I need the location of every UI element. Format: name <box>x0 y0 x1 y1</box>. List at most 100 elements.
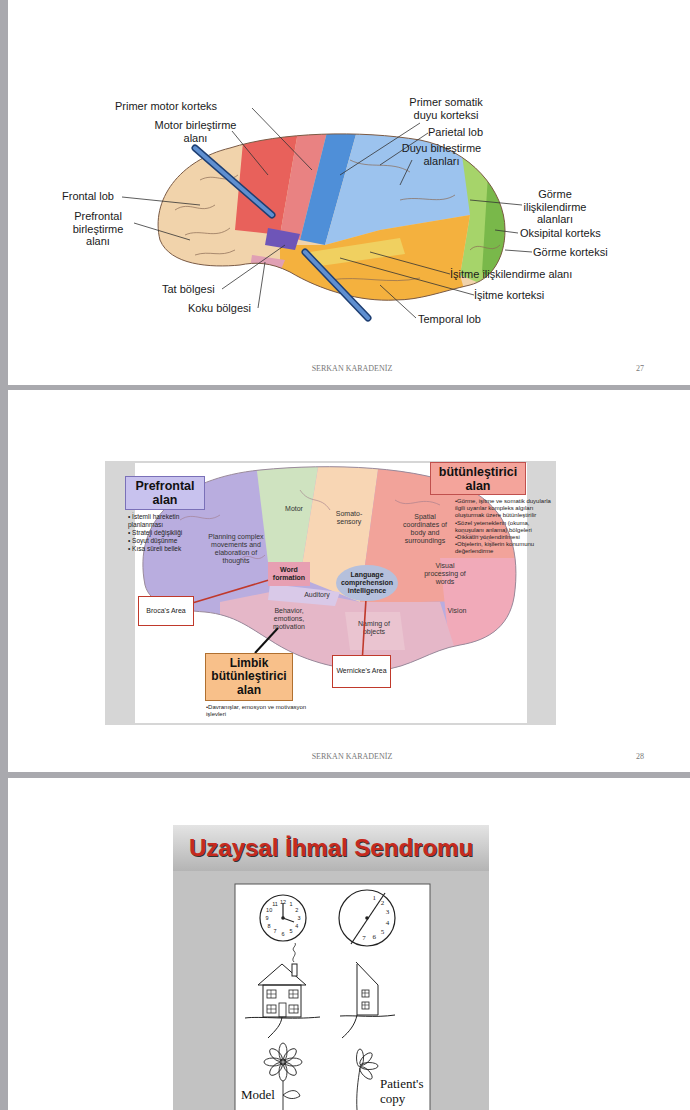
text-label: 2 <box>291 907 303 913</box>
neglect-figure <box>340 1015 395 1038</box>
leader-line <box>122 197 200 205</box>
neglect-figure <box>173 825 489 1110</box>
title-band: Uzaysal İhmal Sendromu <box>173 825 489 871</box>
neglect-figure <box>260 895 306 941</box>
brain-illustration <box>175 160 500 281</box>
text-label: Frontal lob <box>62 190 114 203</box>
neglect-figure <box>360 1063 378 1070</box>
brain-illustration <box>140 120 520 320</box>
text-label: 8 <box>263 923 275 929</box>
brain-illustration <box>195 148 272 215</box>
bullet-text: •Objelerin, kişilerin konumunu değerlend… <box>455 541 555 555</box>
brain-map <box>345 612 405 650</box>
text-label: Behavior, emotions, motivation <box>262 607 316 631</box>
bullet-text: •Dikkatin yönlendirilmesi <box>455 534 555 541</box>
neglect-figure <box>339 890 395 946</box>
text-label: Oksipital korteks <box>520 227 601 240</box>
text-label: Duyu birleştirme alanları <box>393 142 490 167</box>
neglect-figure <box>357 1068 360 1110</box>
node-heading: Word formation <box>268 566 310 582</box>
text-label: 12 <box>277 899 289 905</box>
text-label: Tat bölgesi <box>162 283 215 296</box>
neglect-figure <box>282 1047 299 1064</box>
neglect-figure <box>264 1043 378 1110</box>
leader-line <box>380 285 416 318</box>
heading-box: bütünleştirici alan•Görme, işitme ve som… <box>430 462 526 495</box>
text-label: 11 <box>269 901 281 907</box>
leader-line <box>122 108 532 318</box>
bullet-text: • Soyut düşünme <box>128 537 216 545</box>
text-label: 27 <box>636 364 644 373</box>
brain-illustration <box>305 252 368 318</box>
neglect-figure <box>358 1065 374 1081</box>
leader-line <box>222 245 285 289</box>
area-box: Word formation <box>268 562 310 586</box>
node-body: • İstemli hareketin planlanması• Stratej… <box>128 513 216 553</box>
text-label: Prefrontal birleştirme alanı <box>62 210 134 248</box>
text-label: 4 <box>382 919 392 927</box>
neglect-figure <box>351 893 385 944</box>
text-label: Somato-sensory <box>328 510 370 526</box>
brain-illustration <box>305 252 368 318</box>
leader-line <box>400 160 412 185</box>
bullet-text: • İstemli hareketin planlanması <box>128 513 216 529</box>
heading-box: Prefrontal alan• İstemli hareketin planl… <box>125 476 205 510</box>
leader-line <box>370 252 450 274</box>
neglect-figure <box>268 1061 285 1078</box>
area-oval: Language comprehension intelligence <box>336 565 398 601</box>
leader-line <box>252 108 312 170</box>
text-label: 2 <box>378 899 388 907</box>
bullet-text: •Görme, işitme ve somatik duyularla ilgi… <box>455 498 555 520</box>
text-label: İşitme ilişkilendirme alanı <box>450 268 572 281</box>
text-label: 5 <box>285 928 297 934</box>
text-label: 10 <box>263 907 275 913</box>
brain-map <box>255 628 278 653</box>
neglect-figure <box>357 964 358 1015</box>
text-label: 7 <box>359 934 369 942</box>
node-body: •Davranışlar, emosyon ve motivasyon işle… <box>206 704 321 718</box>
brain-illustration <box>195 148 272 215</box>
text-label: Patient's copy <box>380 1077 442 1107</box>
brain-map <box>268 584 340 606</box>
text-label: 9 <box>261 915 273 921</box>
bullet-text: •Sözel yeteneklerin (okuma, konuşulanı a… <box>455 520 555 534</box>
brain-illustration <box>140 120 520 320</box>
text-label: Spatial coordinates of body and surround… <box>398 513 452 545</box>
text-label: 6 <box>369 933 379 941</box>
brain-illustration <box>280 215 470 310</box>
neglect-figure <box>279 1043 287 1061</box>
neglect-figure <box>282 1061 299 1078</box>
text-label: Model <box>241 1088 275 1103</box>
text-label: Primer motor korteks <box>115 100 217 113</box>
neglect-figure <box>362 1002 369 1009</box>
neglect-figure <box>292 964 297 976</box>
neglect-figure <box>362 990 369 1009</box>
leader-line <box>134 223 190 240</box>
text-label: Auditory <box>296 591 338 599</box>
node-heading: Limbik bütünleştirici alan <box>206 657 292 698</box>
text-label: Temporal lob <box>418 313 481 326</box>
neglect-figure <box>362 990 369 997</box>
text-label: Görme korteksi <box>533 246 608 259</box>
connector-line <box>194 580 268 602</box>
text-label: 6 <box>277 931 289 937</box>
text-label: Naming of objects <box>350 620 398 636</box>
neglect-figure <box>284 1058 302 1066</box>
node-heading: Uzaysal İhmal Sendromu <box>189 834 473 862</box>
text-label: Primer somatik duyu korteksi <box>396 96 496 121</box>
leader-line <box>470 200 522 205</box>
text-label: Vision <box>441 607 473 615</box>
bullet-text: •Davranışlar, emosyon ve motivasyon işle… <box>206 704 321 718</box>
callout-box: Wernicke's Area <box>332 655 391 688</box>
leader-line <box>505 250 532 252</box>
text-label: Planning complex movements and elaborati… <box>205 533 267 565</box>
text-label: Koku bölgesi <box>188 302 251 315</box>
neglect-figure <box>268 1047 285 1064</box>
neglect-figure <box>264 1058 282 1066</box>
neglect-figure <box>282 903 283 918</box>
text-label: SERKAN KARADENİZ <box>292 752 412 761</box>
text-label: 3 <box>382 908 392 916</box>
node-body: •Görme, işitme ve somatik duyularla ilgi… <box>455 498 555 556</box>
